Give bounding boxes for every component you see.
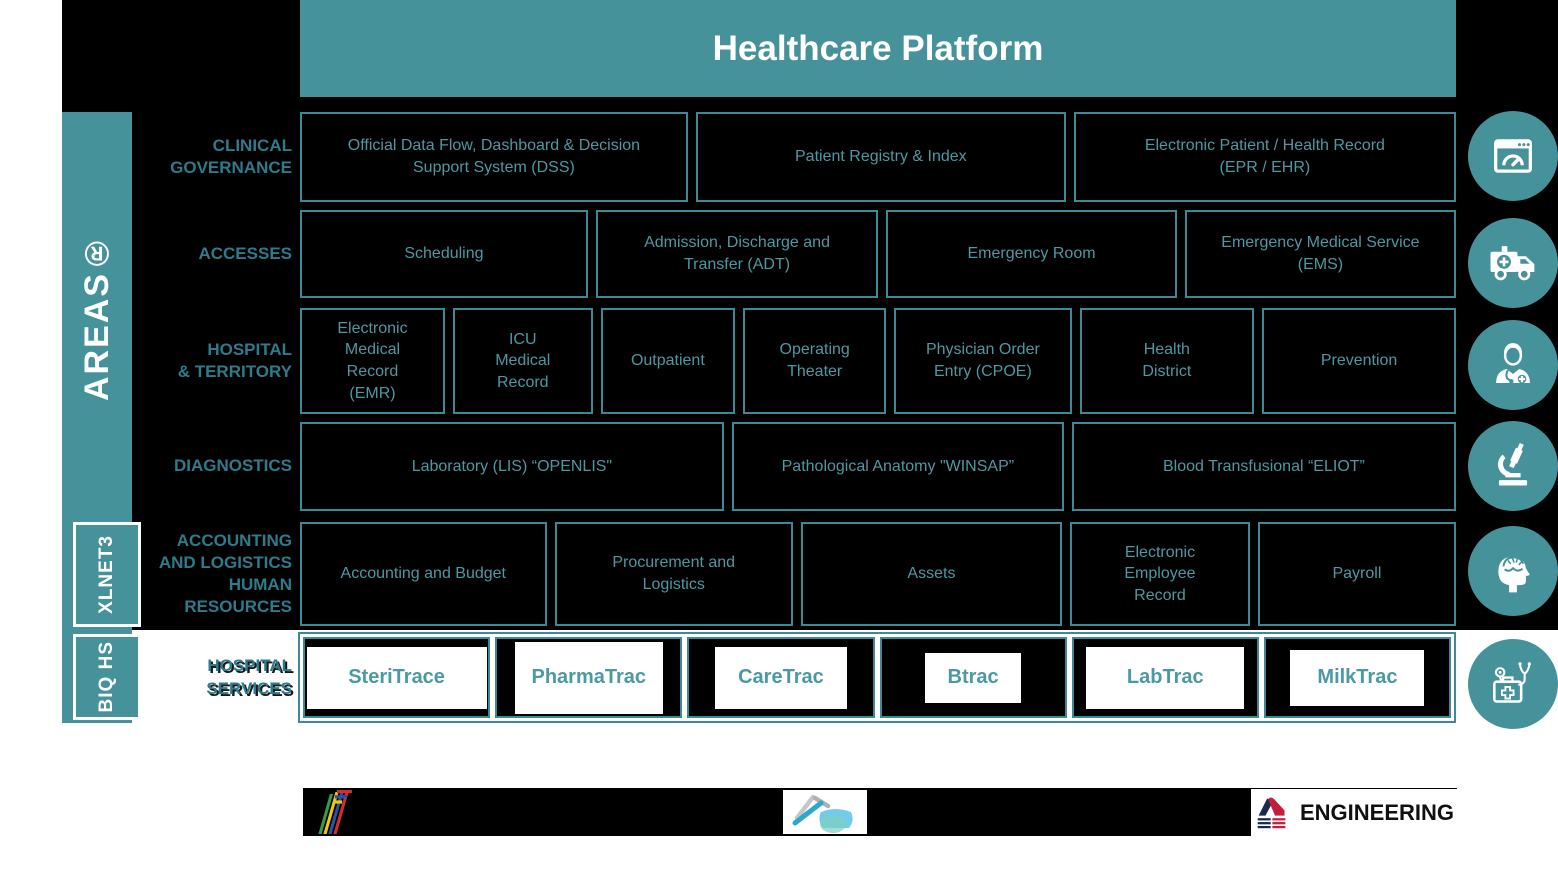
- module-box-label: ICU Medical Record: [495, 330, 551, 391]
- biqhs-label: BIQ HS: [96, 641, 117, 713]
- module-box: Electronic Employee Record: [1070, 522, 1250, 626]
- module-box-label: Operating Theater: [779, 341, 850, 380]
- row-label: HOSPITAL & TERRITORY: [177, 339, 292, 381]
- multicolor-stripes-logo: [318, 790, 352, 834]
- xlnet3-badge: XLNET3: [73, 522, 141, 627]
- microscope-icon: [1468, 421, 1558, 511]
- row-label: HOSPITAL SERVICES: [206, 656, 292, 698]
- engineering-label: ENGINEERING: [1300, 799, 1455, 825]
- hospital-service-logo-box: LabTrac: [1086, 646, 1245, 709]
- hospital-service-tile: Btrac: [879, 637, 1067, 718]
- module-box: Electronic Medical Record (EMR): [300, 308, 445, 414]
- areas-label: AREAS®: [77, 232, 116, 402]
- module-box-label: Accounting and Budget: [340, 565, 506, 583]
- hospital-service-tile: CareTrac: [687, 637, 875, 718]
- module-box-label: Electronic Employee Record: [1124, 543, 1196, 604]
- module-box: Procurement and Logistics: [554, 522, 793, 626]
- module-box-label: Health District: [1142, 341, 1192, 380]
- row-label: CLINICAL GOVERNANCE: [170, 135, 292, 177]
- module-box-label: Pathological Anatomy "WINSAP”: [781, 457, 1015, 475]
- dashboard-gauge-icon: [1468, 111, 1558, 201]
- module-box: ICU Medical Record: [452, 308, 593, 414]
- hospital-service-name: SteriTrace: [348, 666, 445, 688]
- hospital-service-name: CareTrac: [738, 666, 824, 688]
- row-label: ACCOUNTING AND LOGISTICS HUMAN RESOURCES: [158, 530, 292, 617]
- page-title: Healthcare Platform: [300, 0, 1456, 97]
- module-box-label: Assets: [907, 565, 956, 583]
- medical-bag-icon: [1468, 639, 1558, 729]
- module-box: Accounting and Budget: [300, 522, 547, 626]
- module-box: Admission, Discharge and Transfer (ADT): [595, 210, 879, 298]
- module-box: Outpatient: [600, 308, 736, 414]
- module-box-label: Payroll: [1332, 565, 1382, 583]
- hospital-service-logo-box: MilkTrac: [1290, 649, 1425, 706]
- hospital-service-tile: LabTrac: [1071, 637, 1259, 718]
- hospital-service-logo-box: PharmaTrac: [514, 641, 663, 714]
- module-box: Official Data Flow, Dashboard & Decision…: [300, 112, 688, 202]
- hospital-service-logo-box: CareTrac: [714, 646, 847, 709]
- swoosh-logo: [783, 790, 867, 834]
- hospital-service-tile: SteriTrace: [303, 637, 491, 718]
- module-box-label: Electronic Patient / Health Record (EPR …: [1144, 137, 1385, 176]
- module-row: Scheduling Admission, Discharge and Trans…: [300, 210, 1456, 298]
- hospital-service-name: MilkTrac: [1317, 666, 1398, 688]
- biqhs-badge: BIQ HS: [73, 634, 141, 720]
- module-box: Assets: [800, 522, 1063, 626]
- row-label: DIAGNOSTICS: [173, 456, 292, 476]
- module-box-label: Blood Transfusional “ELIOT”: [1163, 457, 1365, 475]
- hospital-service-logo-box: Btrac: [925, 652, 1022, 703]
- hospital-service-logo-box: SteriTrace: [306, 646, 487, 709]
- module-box: Electronic Patient / Health Record (EPR …: [1073, 112, 1456, 202]
- module-box: Blood Transfusional “ELIOT”: [1071, 422, 1456, 511]
- ambulance-icon: [1468, 218, 1558, 308]
- module-box-label: Electronic Medical Record (EMR): [337, 319, 408, 402]
- engineering-logo: ENGINEERING: [1251, 789, 1457, 836]
- module-box: Operating Theater: [743, 308, 887, 414]
- hospital-services-row: SteriTrace PharmaTrac CareTrac Btrac LabTrac…: [298, 632, 1456, 723]
- module-row: Electronic Medical Record (EMR) ICU Medic…: [300, 308, 1457, 414]
- module-box-label: Patient Registry & Index: [795, 148, 967, 166]
- footer-logo-strip: ENGINEERING: [303, 788, 1457, 836]
- module-box-label: Scheduling: [404, 245, 484, 263]
- module-box: Payroll: [1257, 522, 1456, 626]
- module-box: Emergency Room: [886, 210, 1177, 298]
- hospital-service-tile: PharmaTrac: [495, 637, 683, 718]
- module-box-label: Procurement and Logistics: [612, 554, 736, 593]
- row-label: ACCESSES: [198, 243, 292, 263]
- module-box-label: Physician Order Entry (CPOE): [925, 341, 1040, 380]
- module-row: Accounting and Budget Procurement and Log…: [300, 522, 1456, 626]
- module-box-label: Emergency Room: [967, 245, 1096, 263]
- module-box: Scheduling: [300, 210, 588, 298]
- module-box-label: Official Data Flow, Dashboard & Decision…: [347, 137, 641, 176]
- module-box: Pathological Anatomy "WINSAP”: [731, 422, 1064, 511]
- module-row: Official Data Flow, Dashboard & Decision…: [300, 112, 1456, 202]
- module-row: Laboratory (LIS) “OPENLIS" Pathological A…: [300, 422, 1456, 511]
- hospital-service-name: Btrac: [947, 666, 999, 688]
- module-box: Health District: [1079, 308, 1255, 414]
- module-box-label: Admission, Discharge and Transfer (ADT): [644, 234, 830, 273]
- doctor-icon: [1468, 320, 1558, 410]
- module-box: Prevention: [1262, 308, 1457, 414]
- module-box: Physician Order Entry (CPOE): [894, 308, 1072, 414]
- areas-label-wrap: AREAS®: [62, 112, 132, 522]
- module-box-label: Laboratory (LIS) “OPENLIS": [411, 457, 613, 475]
- xlnet3-label: XLNET3: [96, 535, 117, 614]
- module-box-label: Emergency Medical Service (EMS): [1221, 234, 1420, 273]
- module-box: Patient Registry & Index: [695, 112, 1066, 202]
- hospital-service-name: PharmaTrac: [531, 666, 646, 688]
- hospital-service-name: LabTrac: [1126, 666, 1204, 688]
- brain-head-icon: [1468, 526, 1558, 616]
- module-box-label: Prevention: [1320, 352, 1398, 370]
- hospital-service-tile: MilkTrac: [1263, 637, 1452, 718]
- module-box-label: Outpatient: [630, 352, 705, 370]
- engineering-logo-mark: [1257, 796, 1286, 828]
- module-box: Emergency Medical Service (EMS): [1184, 210, 1456, 298]
- module-box: Laboratory (LIS) “OPENLIS": [300, 422, 724, 511]
